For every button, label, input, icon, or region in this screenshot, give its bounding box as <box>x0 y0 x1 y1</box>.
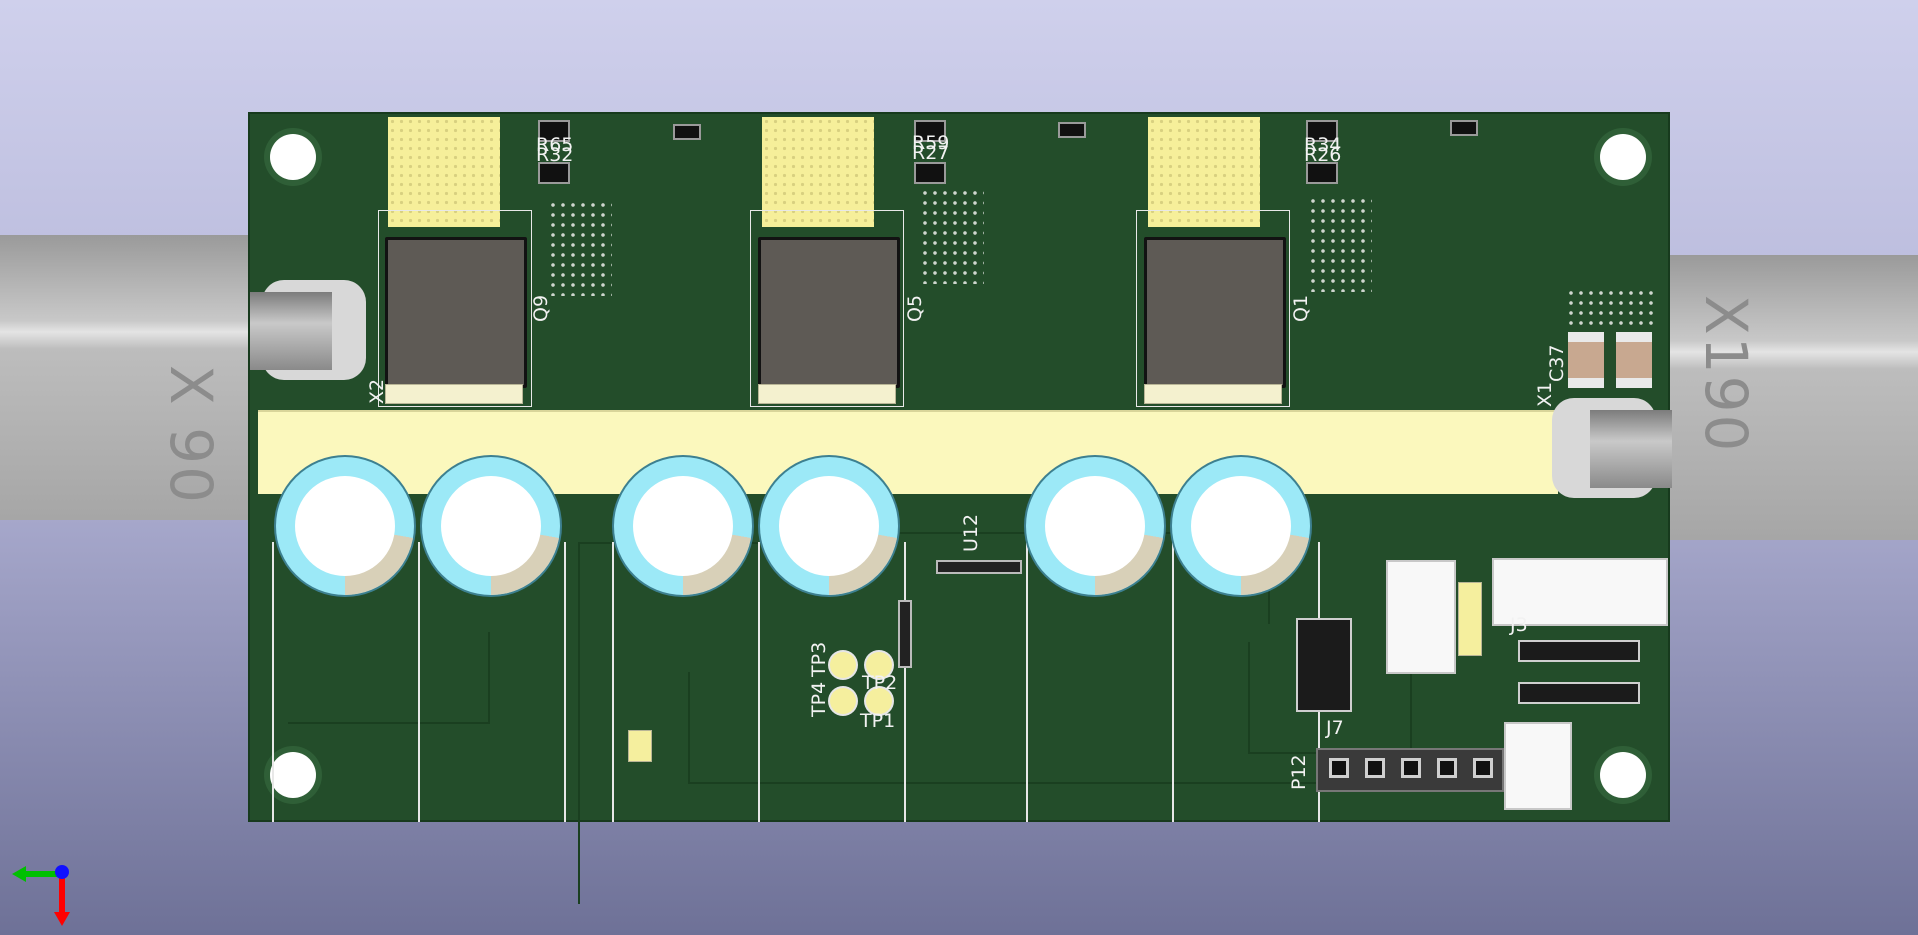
connector-header-top[interactable] <box>1492 558 1668 626</box>
electrolytic-capacitor[interactable] <box>760 457 898 595</box>
connector-vertical-small[interactable] <box>1504 722 1572 810</box>
mosfet-q9[interactable] <box>385 237 527 388</box>
resistor-r26[interactable] <box>1306 162 1338 184</box>
resistor-r65[interactable] <box>538 120 570 142</box>
trace <box>688 672 1412 784</box>
resistor-r59[interactable] <box>914 120 946 142</box>
electrolytic-capacitor[interactable] <box>1172 457 1310 595</box>
label-q5: Q5 <box>904 294 926 322</box>
header-pin <box>1332 761 1346 775</box>
capacitor-c37-a[interactable] <box>1568 332 1604 388</box>
header-pin <box>1368 761 1382 775</box>
silk-line <box>1172 542 1174 822</box>
test-point-tp4[interactable] <box>830 688 856 714</box>
connector-j3-row2[interactable] <box>1518 682 1640 704</box>
ic-u12[interactable] <box>936 560 1022 574</box>
label-q1: Q1 <box>1290 294 1312 322</box>
header-pin <box>1440 761 1454 775</box>
right-rail-label: X190 <box>1692 295 1760 454</box>
pin-header-array[interactable] <box>1296 618 1352 712</box>
silk-line <box>1026 542 1028 822</box>
electrolytic-capacitor[interactable] <box>1026 457 1164 595</box>
silk-line <box>904 542 906 822</box>
via-array <box>1308 196 1372 292</box>
trace <box>1248 642 1500 754</box>
small-smd <box>673 124 701 140</box>
small-smd <box>1450 120 1478 136</box>
mosfet-leads <box>385 384 523 404</box>
mosfet-leads <box>1144 384 1282 404</box>
resistor-r34[interactable] <box>1306 120 1338 142</box>
label-j7: J7 <box>1326 717 1344 739</box>
label-x2: X2 <box>366 378 388 404</box>
label-r34: R34 <box>1304 134 1342 156</box>
test-point-tp1[interactable] <box>866 688 892 714</box>
header-pin <box>1404 761 1418 775</box>
resistor-r27[interactable] <box>914 162 946 184</box>
mosfet-silk-outline <box>1136 210 1290 407</box>
connector-j3-row1[interactable] <box>1518 640 1640 662</box>
connector-pads <box>1458 582 1482 656</box>
label-p12: P12 <box>1288 754 1310 790</box>
label-c37: C37 <box>1546 344 1568 382</box>
mosfet-leads <box>758 384 896 404</box>
label-q9: Q9 <box>530 294 552 322</box>
label-r59: R59 <box>912 132 950 154</box>
capacitor-c37-b[interactable] <box>1616 332 1652 388</box>
label-tp2: TP2 <box>862 672 898 694</box>
header-pin <box>1476 761 1490 775</box>
mosfet-tab-pad <box>762 117 874 227</box>
via-array <box>920 188 984 284</box>
mounting-hole-bottom-left <box>270 752 316 798</box>
test-point-tp2[interactable] <box>866 652 892 678</box>
mosfet-silk-outline <box>378 210 532 407</box>
silk-line <box>418 542 420 822</box>
mounting-hole-bottom-right <box>1600 752 1646 798</box>
electrolytic-capacitor[interactable] <box>276 457 414 595</box>
silk-line <box>564 542 566 822</box>
bnc-connector-x2-body <box>250 292 332 370</box>
left-heatsink-rail <box>0 235 252 520</box>
label-tp1: TP1 <box>860 710 896 732</box>
mounting-hole-top-right <box>1600 134 1646 180</box>
silk-line <box>612 542 614 822</box>
silk-line <box>272 542 274 822</box>
right-heatsink-rail <box>1668 255 1918 540</box>
label-r32: R32 <box>536 144 574 166</box>
mosfet-silk-outline <box>750 210 904 407</box>
mounting-hole-top-left <box>270 134 316 180</box>
small-smd <box>1058 122 1086 138</box>
label-j3: J3 <box>1510 614 1528 636</box>
left-rail-label: X 90 <box>157 365 225 505</box>
small-pad <box>628 730 652 762</box>
label-r27: R27 <box>912 142 950 164</box>
axes-orientation-icon <box>12 865 70 926</box>
resistor-r32[interactable] <box>538 162 570 184</box>
via-array <box>1566 288 1656 328</box>
ic-pins-vertical <box>898 600 912 668</box>
mosfet-tab-pad <box>388 117 500 227</box>
label-r65: R65 <box>536 134 574 156</box>
trace <box>288 632 490 724</box>
label-tp4: TP4 <box>808 681 830 717</box>
connector-vertical[interactable] <box>1386 560 1456 674</box>
test-point-tp3[interactable] <box>830 652 856 678</box>
mosfet-q5[interactable] <box>758 237 900 388</box>
via-array <box>548 200 612 296</box>
mosfet-tab-pad <box>1148 117 1260 227</box>
bnc-connector-x1-body <box>1590 410 1672 488</box>
label-tp3: TP3 <box>808 641 830 677</box>
label-u12: U12 <box>960 513 982 552</box>
label-r26: R26 <box>1304 144 1342 166</box>
electrolytic-capacitor[interactable] <box>422 457 560 595</box>
electrolytic-capacitor[interactable] <box>614 457 752 595</box>
silk-line <box>758 542 760 822</box>
mosfet-q1[interactable] <box>1144 237 1286 388</box>
label-x1: X1 <box>1534 381 1556 407</box>
